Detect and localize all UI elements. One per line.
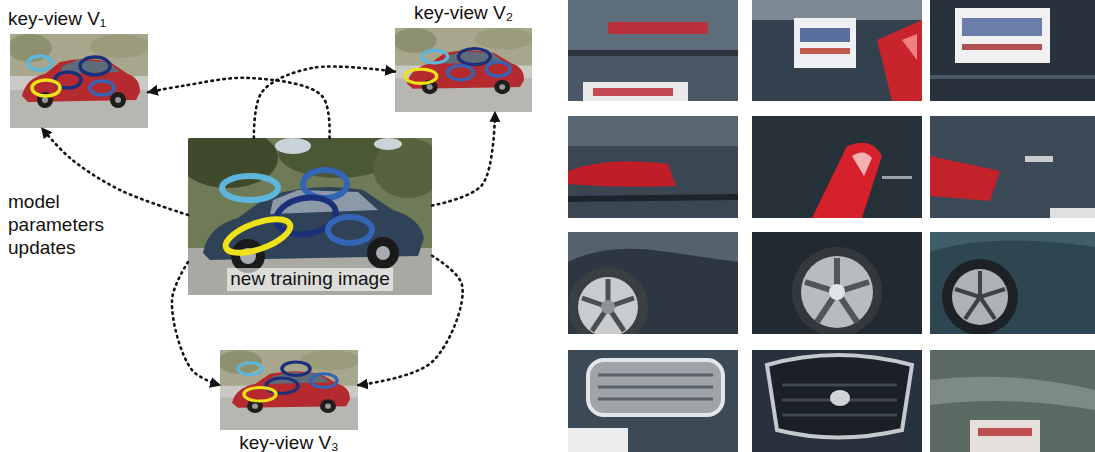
image-node: key-view V₃ bbox=[220, 350, 358, 430]
part-patch bbox=[930, 0, 1095, 101]
part-patch bbox=[568, 116, 738, 218]
image-node: new training image bbox=[188, 138, 432, 295]
update-arrow bbox=[172, 262, 220, 385]
part-patch bbox=[930, 116, 1095, 218]
part-ellipses bbox=[222, 170, 372, 260]
part-patch bbox=[752, 350, 922, 452]
update-arrow bbox=[432, 112, 495, 206]
part-ellipses bbox=[28, 56, 114, 96]
image-node: key-view V₁ bbox=[10, 34, 148, 128]
part-patch bbox=[568, 232, 738, 347]
update-arrow bbox=[148, 78, 330, 138]
key-view-photo bbox=[8, 34, 150, 128]
part-patch bbox=[752, 116, 922, 218]
part-patch bbox=[930, 232, 1095, 335]
view-label: key-view V₁ bbox=[8, 8, 106, 31]
key-view-photo bbox=[218, 350, 360, 430]
part-ellipses bbox=[238, 362, 337, 401]
part-patch bbox=[568, 350, 738, 452]
view-label: key-view V₂ bbox=[414, 2, 513, 25]
part-patch bbox=[930, 350, 1095, 452]
part-patch bbox=[752, 232, 922, 337]
update-arrow bbox=[254, 67, 395, 138]
training-photo bbox=[178, 128, 443, 295]
image-node: key-view V₂ bbox=[395, 28, 532, 112]
annotation-label: model parameters updates bbox=[8, 191, 126, 259]
view-label: new training image bbox=[227, 268, 392, 291]
part-ellipses bbox=[405, 49, 510, 84]
key-view-photo bbox=[393, 28, 534, 112]
update-arrow bbox=[42, 128, 188, 215]
part-patch bbox=[752, 0, 922, 101]
view-label: key-view V₃ bbox=[239, 432, 339, 452]
part-patch bbox=[568, 0, 738, 106]
